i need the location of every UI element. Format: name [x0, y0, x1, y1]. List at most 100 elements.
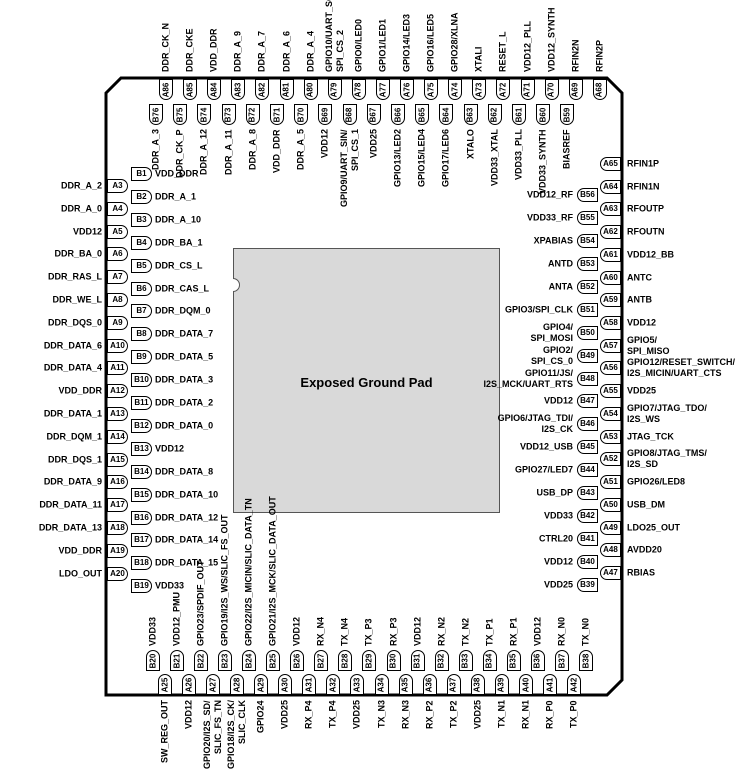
pin-number: B13 — [134, 443, 149, 453]
pin-number: B26 — [292, 653, 302, 668]
pin-number-badge: B7 — [131, 304, 152, 319]
pin-number: A70 — [546, 82, 556, 97]
pin-label: DDR_DATA_7 — [155, 328, 214, 339]
pin-number-badge: B19 — [131, 579, 152, 594]
pin-label: GPIO8/JTAG_TMS/ I2S_SD — [627, 448, 707, 470]
pin-number: A33 — [352, 677, 362, 692]
pin-number: A51 — [603, 477, 618, 487]
pin-number-badge: A71 — [520, 79, 535, 100]
pin-number-badge: A31 — [302, 674, 317, 695]
pin-number-badge: B42 — [577, 509, 598, 524]
pin-number-badge: A27 — [206, 674, 221, 695]
pin-number-badge: B75 — [173, 104, 188, 125]
pin-number: A7 — [112, 272, 123, 282]
pin-number-badge: B30 — [386, 650, 401, 671]
pin-number-badge: A49 — [600, 520, 621, 535]
pin-number: B43 — [580, 488, 595, 498]
pin-label: VDD12 — [543, 556, 573, 567]
pin-number: B40 — [580, 557, 595, 567]
pin-number: B55 — [580, 212, 595, 222]
pin-number: A36 — [424, 677, 434, 692]
pin-number: A40 — [520, 677, 530, 692]
pin-label: GPIO11/JS/ I2S_MCK/UART_RTS — [483, 367, 573, 389]
pin-label: DDR_DATA_6 — [43, 340, 102, 351]
pin-number-badge: B67 — [366, 104, 381, 125]
pin-label: TX_P0 — [568, 700, 579, 728]
pin-number-badge: A57 — [600, 338, 621, 353]
pin-number-badge: B41 — [577, 532, 598, 547]
pin-number-badge: A86 — [159, 79, 173, 100]
pin-number-badge: A51 — [600, 475, 621, 490]
pin-number: A38 — [472, 677, 482, 692]
pin-number-badge: B33 — [458, 650, 473, 671]
pin-number: B63 — [465, 107, 475, 122]
pin-number-badge: A28 — [230, 674, 245, 695]
pin-label: RX_N0 — [556, 616, 567, 646]
pin-number-badge: A83 — [231, 79, 246, 100]
pin-number-badge: B69 — [318, 104, 333, 125]
pin-number: B60 — [538, 107, 548, 122]
pin-label: CTRL20 — [538, 533, 573, 544]
pin-number: B36 — [532, 653, 542, 668]
pin-number-badge: A42 — [567, 674, 582, 695]
pin-number-badge: A50 — [600, 497, 621, 512]
pin-number: B48 — [580, 373, 595, 383]
pin-number-badge: A53 — [600, 429, 621, 444]
pin-number: B71 — [272, 107, 281, 122]
pin-number-badge: A48 — [600, 543, 621, 558]
pin-number-badge: A65 — [600, 157, 621, 171]
pin-number-badge: A55 — [600, 384, 621, 399]
pin-label: DDR_DATA_8 — [155, 466, 214, 477]
pin-number-badge: B28 — [338, 650, 353, 671]
pin-number: B64 — [441, 107, 451, 122]
pin-label: GPIO21/I2S_MCK/SLIC_DATA_OUT — [267, 496, 278, 646]
pin-number: B72 — [247, 107, 257, 122]
pin-number: A32 — [328, 677, 338, 692]
pin-label: RFIN2N — [570, 39, 581, 72]
pin-label: RFIN1P — [627, 158, 660, 169]
pin-label: VDD33 — [543, 510, 573, 521]
pin-number-badge: B64 — [439, 104, 454, 125]
pin-label: DDR_A_3 — [150, 129, 161, 171]
pin-label: DDR_DQS_1 — [47, 454, 102, 465]
pin-number-badge: B37 — [554, 650, 569, 671]
pin-number-badge: B25 — [266, 650, 281, 671]
exposed-ground-pad: Exposed Ground Pad — [233, 248, 500, 513]
pin-label: JTAG_TCK — [627, 431, 674, 442]
pin-number: B39 — [580, 579, 595, 589]
pin-number-badge: A82 — [255, 79, 270, 100]
pin-label: RX_P1 — [508, 617, 519, 646]
pin-number-badge: B49 — [577, 348, 598, 363]
pin-number-badge: B29 — [362, 650, 377, 671]
pin-number: B1 — [136, 169, 147, 178]
pin-number: B31 — [412, 653, 422, 668]
pin-number: B61 — [514, 107, 523, 122]
pin-label: VDD12 — [155, 443, 185, 454]
pin-number-badge: B55 — [577, 210, 598, 225]
pin-label: GPIO17/LED6 — [440, 129, 451, 188]
pin-number: B66 — [393, 107, 402, 122]
pin-label: GPIO5/ SPI_MISO — [627, 334, 670, 356]
pin-number: A60 — [603, 272, 618, 282]
pin-number-badge: A70 — [544, 79, 559, 100]
pin-label: RFOUTN — [627, 226, 665, 237]
pin-label: DDR_A_12 — [198, 129, 209, 176]
pin-number: A39 — [496, 677, 506, 692]
pin-number-badge: B76 — [149, 104, 163, 125]
pin-label: ANTB — [627, 294, 652, 305]
pin-label: DDR_DATA_2 — [155, 397, 214, 408]
pin-number-badge: A18 — [107, 521, 128, 535]
pin-label: DDR_CK_N — [160, 22, 171, 72]
pin-number-badge: B6 — [131, 281, 152, 296]
pin-number: B21 — [172, 653, 182, 668]
pin-number: B10 — [134, 375, 149, 385]
pin-label: DDR_CAS_L — [155, 283, 210, 293]
pin-number: A83 — [233, 82, 243, 97]
pin-number-badge: B56 — [577, 188, 598, 202]
pin-number-badge: A63 — [600, 202, 621, 217]
pin-number: A50 — [603, 499, 618, 509]
pin-number: B25 — [268, 653, 278, 668]
pin-label: GPIO6/JTAG_TDI/ I2S_CK — [497, 413, 573, 435]
pin-label: LDO25_OUT — [627, 522, 681, 533]
